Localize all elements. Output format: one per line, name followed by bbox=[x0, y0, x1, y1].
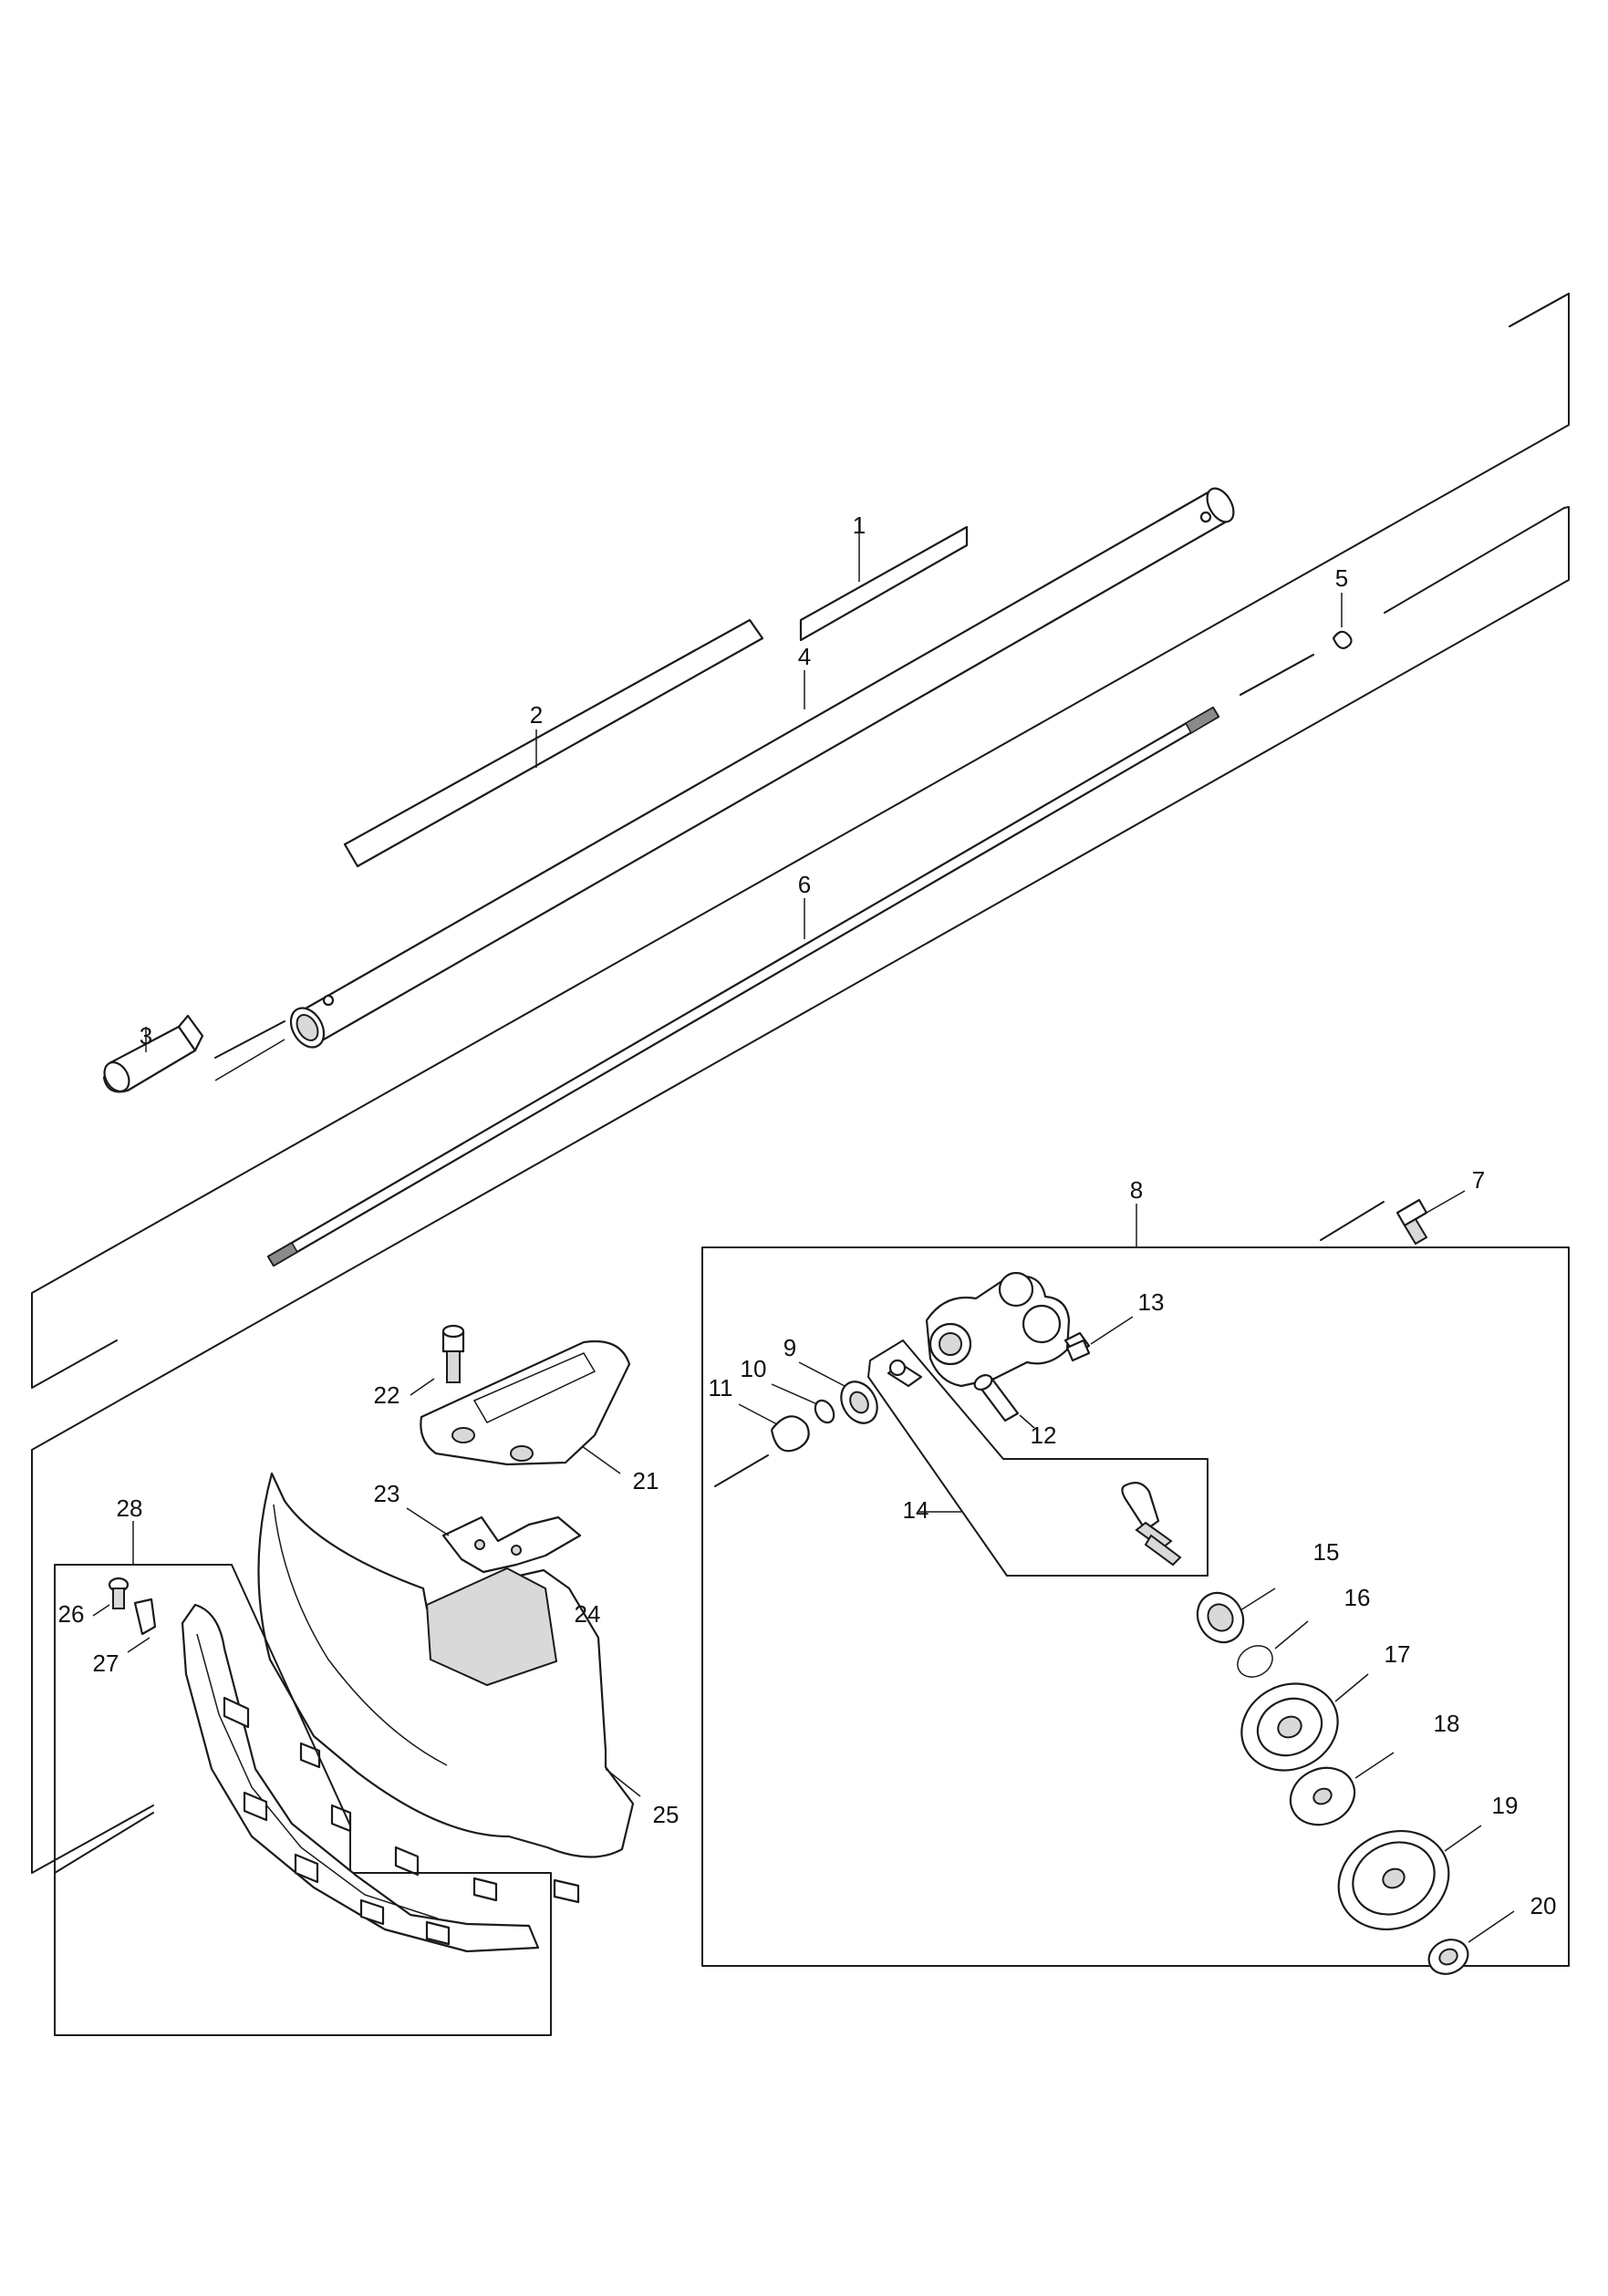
part-labels: 1 2 3 4 5 6 7 8 9 10 11 12 13 14 15 16 1… bbox=[58, 512, 1557, 1919]
decal-1 bbox=[799, 520, 969, 642]
screw-12 bbox=[973, 1374, 1035, 1429]
label-28: 28 bbox=[117, 1494, 143, 1522]
label-5: 5 bbox=[1335, 564, 1348, 592]
label-4: 4 bbox=[798, 643, 811, 670]
plate-17 bbox=[1240, 1673, 1369, 1772]
clamp-cover-21 bbox=[420, 1340, 631, 1474]
label-15: 15 bbox=[1313, 1538, 1340, 1566]
washer-10 bbox=[771, 1383, 835, 1424]
label-6: 6 bbox=[798, 871, 811, 898]
label-7: 7 bbox=[1472, 1166, 1485, 1194]
label-27: 27 bbox=[93, 1650, 119, 1677]
label-11: 11 bbox=[709, 1374, 733, 1401]
clamp-23 bbox=[406, 1507, 582, 1574]
label-24: 24 bbox=[575, 1600, 601, 1628]
bearing-15 bbox=[1196, 1588, 1276, 1644]
end-cap-3 bbox=[102, 1014, 285, 1093]
bolt-22 bbox=[410, 1324, 465, 1396]
label-16: 16 bbox=[1344, 1584, 1371, 1611]
cover-19 bbox=[1337, 1825, 1482, 1931]
gear-case-13 bbox=[925, 1271, 1134, 1388]
label-22: 22 bbox=[374, 1381, 400, 1409]
frame-lines bbox=[31, 293, 1570, 1874]
label-26: 26 bbox=[58, 1600, 85, 1628]
circlip-16 bbox=[1237, 1620, 1309, 1678]
label-18: 18 bbox=[1434, 1710, 1460, 1737]
label-3: 3 bbox=[140, 1022, 152, 1050]
label-14: 14 bbox=[903, 1496, 929, 1524]
gear-head-box-8 bbox=[701, 1204, 1570, 1967]
nut-20 bbox=[1427, 1910, 1515, 1975]
label-12: 12 bbox=[1031, 1422, 1057, 1449]
label-21: 21 bbox=[633, 1467, 659, 1494]
label-19: 19 bbox=[1492, 1792, 1519, 1819]
label-20: 20 bbox=[1530, 1892, 1557, 1919]
label-25: 25 bbox=[653, 1801, 680, 1828]
clip-5 bbox=[1240, 593, 1353, 696]
plate-27 bbox=[127, 1598, 157, 1653]
label-2: 2 bbox=[530, 701, 543, 729]
decal-2 bbox=[343, 618, 764, 868]
bolt-7 bbox=[1395, 1190, 1466, 1246]
label-8: 8 bbox=[1130, 1176, 1143, 1204]
spindle-box-14 bbox=[867, 1339, 1209, 1577]
label-13: 13 bbox=[1138, 1288, 1165, 1316]
screw-26 bbox=[92, 1577, 130, 1617]
guard-25 bbox=[257, 1472, 641, 1904]
label-17: 17 bbox=[1385, 1640, 1411, 1668]
label-10: 10 bbox=[741, 1355, 767, 1382]
washer-18 bbox=[1289, 1752, 1395, 1826]
label-23: 23 bbox=[374, 1480, 400, 1507]
circlip-11 bbox=[714, 1403, 810, 1487]
label-1: 1 bbox=[853, 512, 866, 539]
shaft-tube-4 bbox=[289, 487, 1235, 1049]
drive-shaft-6 bbox=[266, 706, 1220, 1267]
guard-extension-box-28 bbox=[54, 1521, 552, 2036]
label-9: 9 bbox=[783, 1334, 796, 1361]
bearing-9 bbox=[798, 1361, 878, 1424]
